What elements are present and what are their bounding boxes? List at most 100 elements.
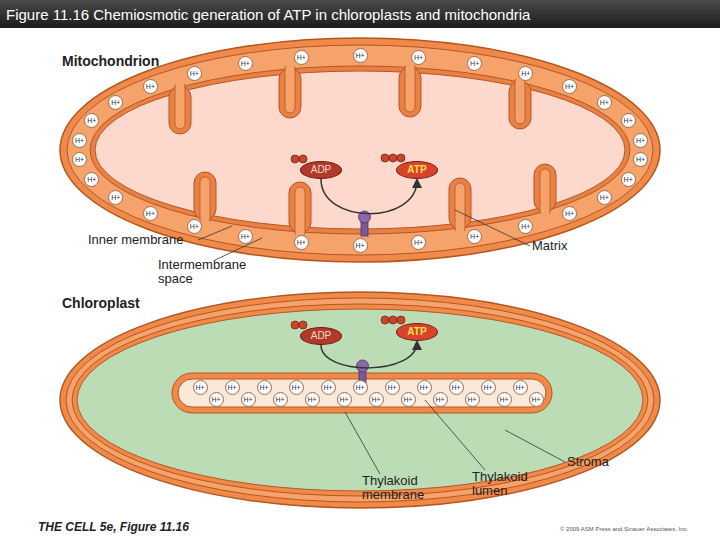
proton-circle: H+ [529,392,544,407]
part-label: Inner membrane [88,233,208,247]
proton-circle: H+ [467,229,482,244]
proton-symbol: H+ [241,233,250,240]
proton-symbol: H+ [291,384,300,391]
proton-symbol: H+ [419,384,428,391]
proton-circle: H+ [72,152,87,167]
proton-symbol: H+ [87,176,96,183]
proton-circle: H+ [481,380,496,395]
proton-circle: H+ [241,392,256,407]
proton-circle: H+ [513,380,528,395]
proton-circle: H+ [449,380,464,395]
proton-symbol: H+ [355,384,364,391]
proton-symbol: H+ [414,54,423,61]
proton-symbol: H+ [190,223,199,230]
proton-symbol: H+ [521,70,530,77]
molecule-name: ATP [407,327,426,337]
proton-symbol: H+ [297,54,306,61]
proton-circle: H+ [597,190,612,205]
proton-symbol: H+ [403,396,412,403]
proton-circle: H+ [84,172,99,187]
proton-circle: H+ [193,380,208,395]
proton-circle: H+ [273,392,288,407]
molecule-name: ADP [311,165,332,175]
proton-symbol: H+ [565,210,574,217]
proton-symbol: H+ [565,83,574,90]
proton-circle: H+ [321,380,336,395]
proton-circle: H+ [401,392,416,407]
proton-circle: H+ [353,48,368,63]
title-bar: Figure 11.16 Chemiosmotic generation of … [0,0,720,28]
part-label: Intermembrane space [158,258,258,287]
proton-circle: H+ [518,66,533,81]
reaction-arrow [321,179,417,214]
proton-circle: H+ [353,380,368,395]
figure-title: Figure 11.16 Chemiosmotic generation of … [6,6,530,23]
proton-circle: H+ [411,235,426,250]
organelle-heading: Chloroplast [62,296,222,311]
proton-circle: H+ [84,113,99,128]
proton-symbol: H+ [111,99,120,106]
proton-circle: H+ [143,206,158,221]
proton-symbol: H+ [600,99,609,106]
proton-symbol: H+ [307,396,316,403]
proton-symbol: H+ [515,384,524,391]
proton-symbol: H+ [243,396,252,403]
adp-oval: ADP [300,327,342,345]
proton-symbol: H+ [414,239,423,246]
proton-symbol: H+ [624,176,633,183]
proton-circle: H+ [305,392,320,407]
proton-circle: H+ [597,95,612,110]
proton-circle: H+ [633,152,648,167]
molecule-name: ADP [311,331,332,341]
organelle-heading: Mitochondrion [62,54,222,69]
proton-symbol: H+ [75,137,84,144]
proton-circle: H+ [108,190,123,205]
proton-circle: H+ [353,238,368,253]
part-label: Thylakoid membrane [362,474,442,503]
proton-circle: H+ [225,380,240,395]
proton-circle: H+ [497,392,512,407]
proton-circle: H+ [621,172,636,187]
proton-circle: H+ [187,219,202,234]
proton-symbol: H+ [87,117,96,124]
proton-symbol: H+ [499,396,508,403]
proton-symbol: H+ [241,60,250,67]
proton-circle: H+ [433,392,448,407]
proton-circle: H+ [337,392,352,407]
proton-symbol: H+ [624,117,633,124]
proton-symbol: H+ [211,396,220,403]
proton-circle: H+ [294,235,309,250]
part-label: Stroma [567,455,647,469]
proton-circle: H+ [467,56,482,71]
proton-symbol: H+ [636,137,645,144]
proton-circle: H+ [294,50,309,65]
proton-circle: H+ [143,79,158,94]
molecule-name: ATP [407,165,426,175]
proton-symbol: H+ [146,210,155,217]
proton-symbol: H+ [371,396,380,403]
proton-symbol: H+ [521,223,530,230]
proton-symbol: H+ [531,396,540,403]
proton-circle: H+ [238,56,253,71]
reaction-arrow [321,342,417,368]
proton-symbol: H+ [470,233,479,240]
proton-circle: H+ [411,50,426,65]
copyright-note: © 2009 ASM Press and Sinauer Associates,… [560,526,720,533]
part-label: Thylakoid lumen [472,470,552,499]
proton-circle: H+ [289,380,304,395]
proton-symbol: H+ [195,384,204,391]
chloroplast-drawing [60,292,660,508]
leader-lines [198,210,565,474]
proton-symbol: H+ [355,52,364,59]
part-label: Matrix [532,239,612,253]
mitochondrion-drawing [60,38,660,262]
proton-circle: H+ [562,206,577,221]
proton-symbol: H+ [227,384,236,391]
proton-symbol: H+ [275,396,284,403]
proton-circle: H+ [633,133,648,148]
proton-circle: H+ [187,66,202,81]
